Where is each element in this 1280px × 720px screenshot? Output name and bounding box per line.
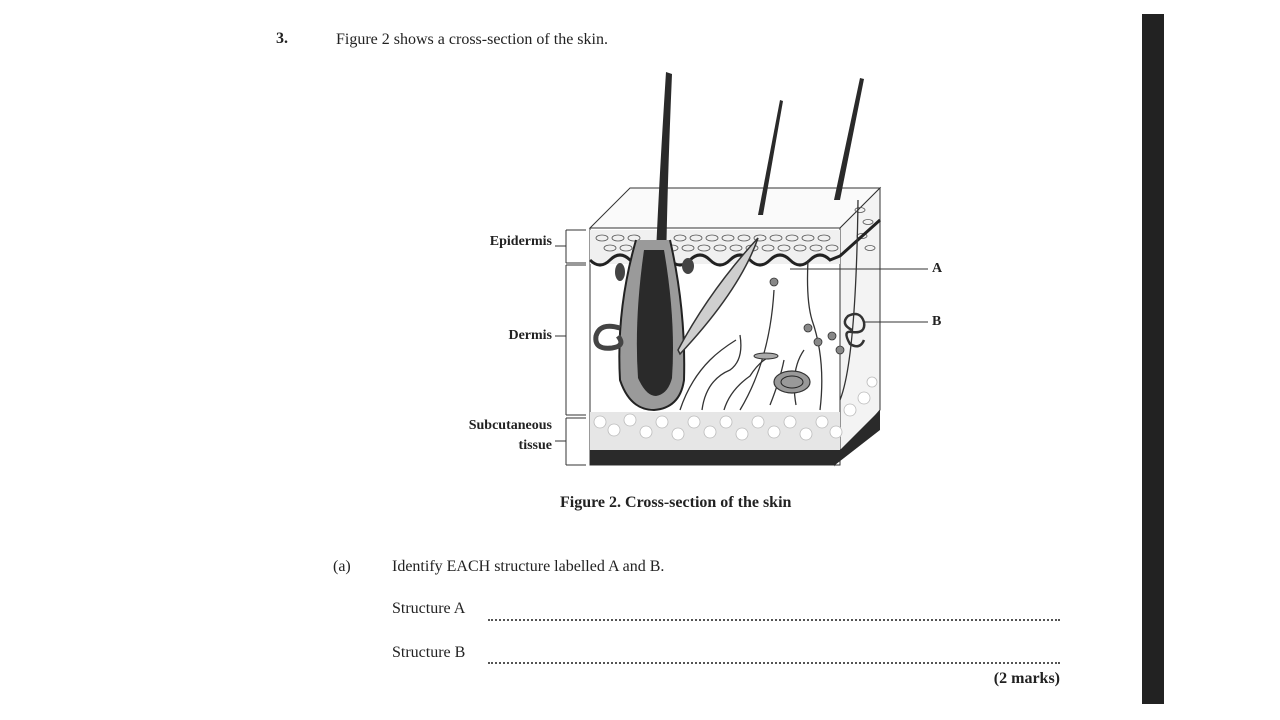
- label-pointer-a: A: [932, 261, 942, 277]
- question-stem: Figure 2 shows a cross-section of the sk…: [336, 31, 608, 49]
- sebaceous-gland: [615, 263, 625, 281]
- structure-b-label: Structure B: [392, 644, 465, 662]
- label-dermis: Dermis: [440, 328, 552, 344]
- figure-caption: Figure 2. Cross-section of the skin: [560, 494, 791, 512]
- label-subcutaneous-2: tissue: [440, 438, 552, 454]
- meissner-corpuscle: [754, 353, 778, 359]
- skin-diagram: [440, 60, 960, 480]
- part-a-instruction: Identify EACH structure labelled A and B…: [392, 558, 664, 576]
- sebaceous-gland-2: [682, 258, 694, 274]
- marks-label: (2 marks): [994, 670, 1060, 688]
- pacinian-corpuscle: [774, 371, 810, 393]
- skin-figure: Epidermis Dermis Subcutaneous tissue A B: [440, 60, 960, 480]
- structure-a-label: Structure A: [392, 600, 465, 618]
- structure-a-answer-line[interactable]: [488, 605, 1060, 621]
- hair-small-2: [834, 78, 864, 200]
- structure-b-answer-line[interactable]: [488, 648, 1060, 664]
- label-pointer-b: B: [932, 314, 941, 330]
- layer-brackets: [555, 230, 586, 465]
- label-subcutaneous-1: Subcutaneous: [440, 418, 552, 434]
- label-epidermis: Epidermis: [440, 234, 552, 250]
- part-a-letter: (a): [333, 558, 351, 576]
- question-number: 3.: [276, 30, 288, 48]
- scan-edge-bar: [1142, 14, 1164, 704]
